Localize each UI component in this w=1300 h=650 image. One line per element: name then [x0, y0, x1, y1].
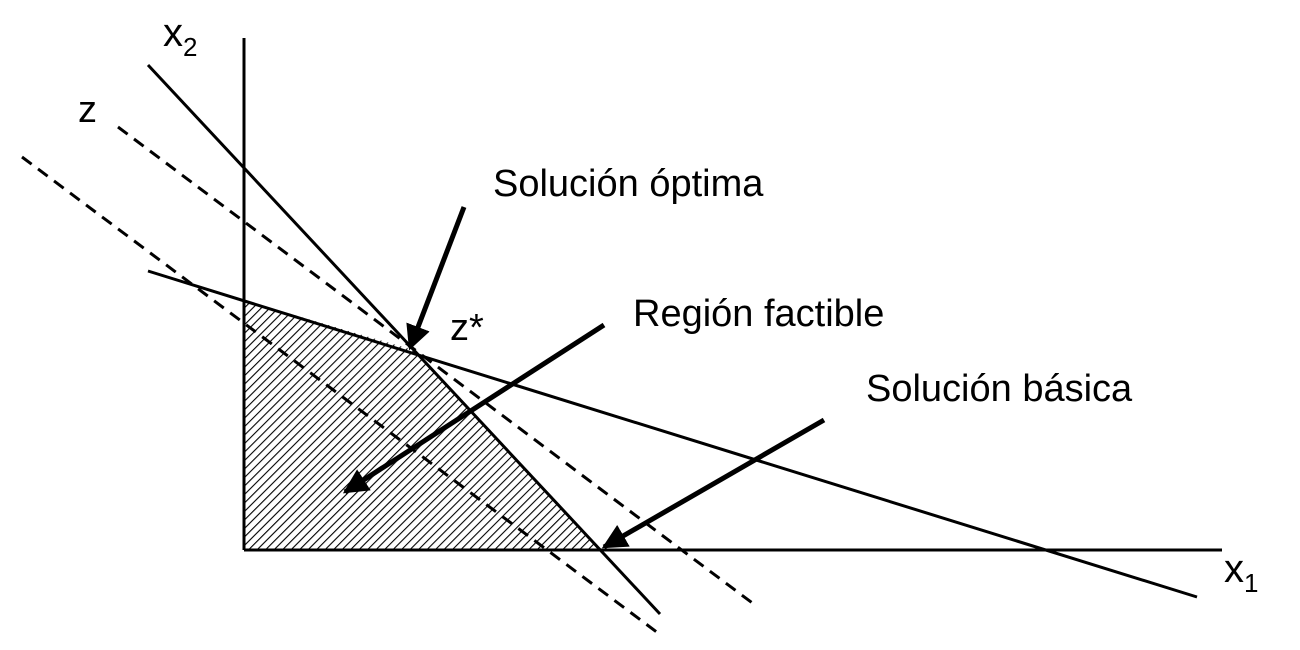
x1-axis-label: x1 [1224, 547, 1258, 598]
feasible-region-label: Región factible [633, 293, 884, 335]
objective-line-optimal [117, 125, 756, 607]
feasible-region-arrow [342, 322, 606, 495]
optimal-solution-arrow [406, 206, 467, 351]
optimal-solution-label: Solución óptima [493, 163, 764, 205]
feasible-region [244, 300, 600, 550]
constraint-line-steep [146, 63, 662, 616]
x2-axis-label: x2 [163, 11, 197, 62]
objective-label: z [78, 89, 97, 131]
optimum-label: z* [450, 307, 484, 349]
constraint-line-shallow [147, 269, 1198, 599]
objective-line-lower [21, 155, 659, 635]
basic-solution-label: Solución básica [866, 368, 1133, 410]
basic-solution-arrow [601, 417, 826, 550]
